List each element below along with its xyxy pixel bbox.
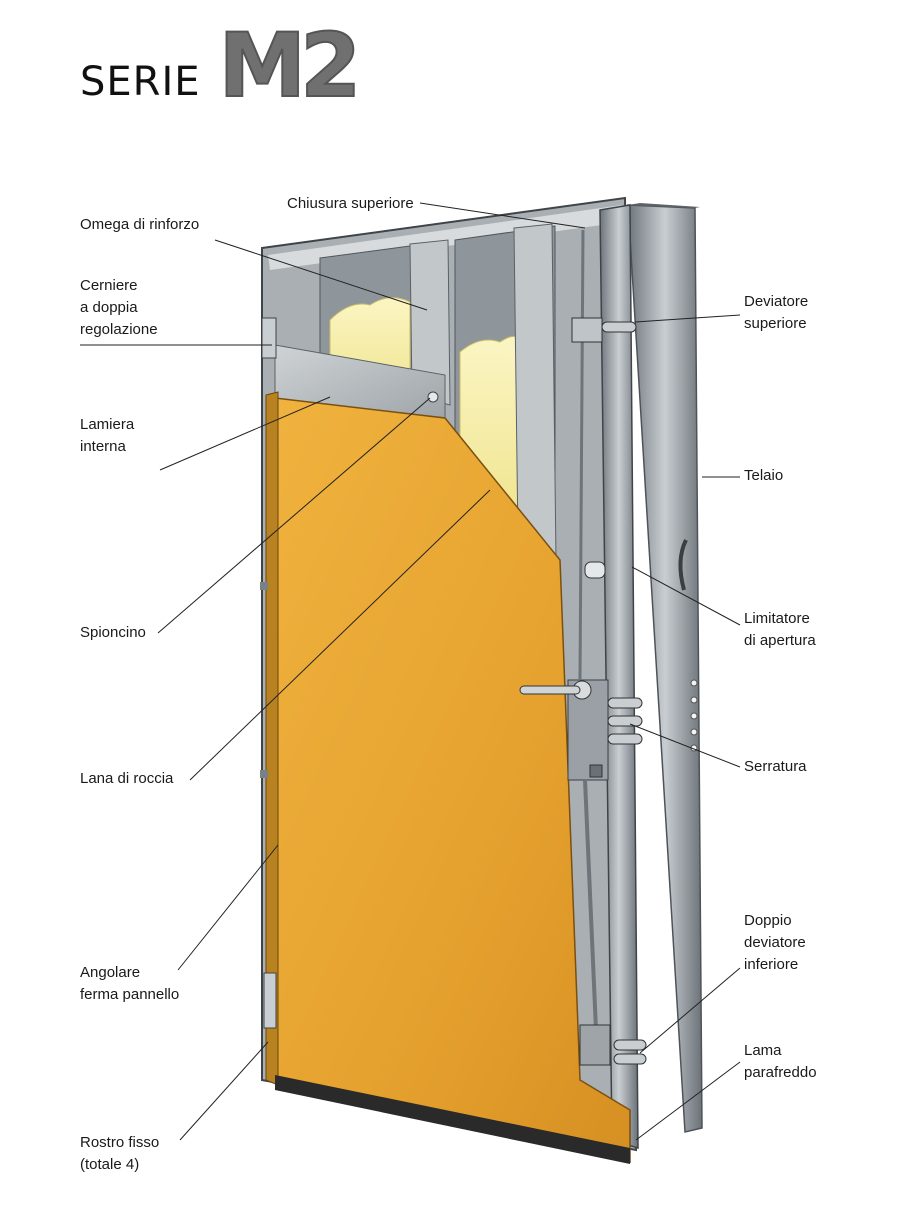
hinges-cerniere (260, 317, 277, 1029)
outer-panel (265, 391, 631, 1164)
label-rostro-fisso: Rostro fisso (totale 4) (80, 1134, 160, 1173)
label-cerniere: Cerniere a doppia regolazione (80, 277, 158, 338)
title-prefix: SERIE (80, 59, 201, 105)
label-doppio-deviatore: Doppio deviatore inferiore (744, 912, 806, 973)
title-model: M2 (218, 14, 363, 117)
label-limitatore: Limitatore di apertura (744, 610, 816, 649)
lock-serratura (519, 229, 647, 1066)
label-chiusura-superiore: Chiusura superiore (287, 195, 414, 212)
label-serratura: Serratura (744, 758, 807, 775)
label-lana-roccia: Lana di roccia (80, 770, 174, 787)
label-deviatore-superiore: Deviatore superiore (744, 293, 809, 332)
label-telaio: Telaio (744, 467, 784, 484)
label-omega-rinforzo: Omega di rinforzo (80, 216, 200, 233)
page-title: SERIE M2 (80, 21, 362, 111)
frame-telaio (627, 203, 703, 1133)
label-lama-parafreddo: Lama parafreddo (744, 1042, 817, 1081)
label-spioncino: Spioncino (80, 624, 146, 641)
label-angolare: Angolare ferma pannello (80, 964, 180, 1003)
inner-sheet-lamiera (274, 344, 446, 421)
label-lamiera-interna: Lamiera interna (80, 416, 135, 455)
leader-lines (80, 202, 741, 1141)
